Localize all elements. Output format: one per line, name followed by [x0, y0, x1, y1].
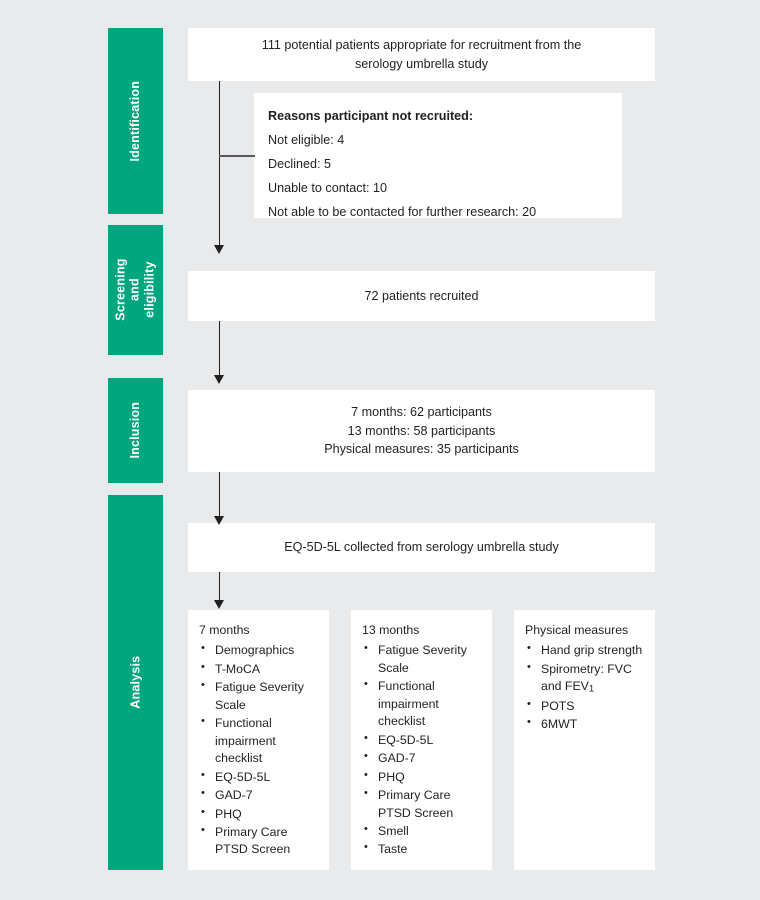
list-item: Spirometry: FVC and FEV1	[525, 660, 647, 697]
stage-bar-screening: Screening and eligibility	[108, 225, 163, 355]
box-inclusion-counts: 7 months: 62 participants 13 months: 58 …	[188, 390, 655, 472]
inclusion-line-1: 7 months: 62 participants	[351, 404, 492, 419]
list-item: Taste	[362, 840, 484, 858]
arrow-head-to-inclusion	[214, 375, 224, 384]
list-item: 6MWT	[525, 715, 647, 733]
stage-bar-analysis: Analysis	[108, 495, 163, 870]
box-eq5d-collected: EQ-5D-5L collected from serology umbrell…	[188, 523, 655, 572]
list-item: Primary Care PTSD Screen	[199, 823, 321, 859]
list-item: EQ-5D-5L	[362, 731, 484, 749]
potential-patients-line-1: 111 potential patients appropriate for r…	[261, 37, 582, 52]
inclusion-line-2: 13 months: 58 participants	[347, 423, 496, 438]
spirometry-label: Spirometry: FVC and FEV1	[541, 661, 632, 696]
list-item: Fatigue Severity Scale	[199, 678, 321, 714]
stage-label-identification: Identification	[128, 80, 143, 162]
arrow-head-to-recruited	[214, 245, 224, 254]
connector-line-eq5d-to-analysis	[219, 572, 221, 602]
list-item: POTS	[525, 697, 647, 715]
column-title: 7 months	[199, 623, 250, 637]
box-patients-recruited: 72 patients recruited	[188, 271, 655, 321]
list-item: Hand grip strength	[525, 641, 647, 659]
stage-label-screening: Screening and eligibility	[113, 258, 157, 322]
list-item: GAD-7	[199, 786, 321, 804]
list-item: Fatigue Severity Scale	[362, 641, 484, 677]
analysis-column-7-months: 7 months Demographics T-MoCA Fatigue Sev…	[188, 610, 329, 870]
box-reasons-not-recruited: Reasons participant not recruited: Not e…	[254, 93, 622, 219]
eq5d-line-1: EQ-5D-5L collected from serology umbrell…	[284, 540, 559, 555]
connector-line-recruited-to-inclusion	[219, 321, 221, 377]
potential-patients-line-2: serology umbrella study	[355, 56, 488, 71]
stage-label-inclusion: Inclusion	[128, 402, 143, 459]
analysis-column-physical-measures: Physical measures Hand grip strength Spi…	[514, 610, 655, 870]
list-item: EQ-5D-5L	[199, 768, 321, 786]
list-item: T-MoCA	[199, 660, 321, 678]
reason-item: Not able to be contacted for further res…	[268, 204, 537, 219]
column-title: 13 months	[362, 623, 420, 637]
list-item: Demographics	[199, 641, 321, 659]
list-item: Smell	[362, 822, 484, 840]
inclusion-line-3: Physical measures: 35 participants	[324, 442, 519, 457]
column-list: Hand grip strength Spirometry: FVC and F…	[525, 641, 647, 733]
stage-bar-identification: Identification	[108, 28, 163, 214]
reason-item: Declined: 5	[268, 156, 332, 171]
connector-line-potential-to-recruited	[219, 81, 221, 247]
list-item: PHQ	[362, 768, 484, 786]
stage-label-analysis: Analysis	[128, 655, 143, 710]
analysis-column-13-months: 13 months Fatigue Severity Scale Functio…	[351, 610, 492, 870]
connector-line-inclusion-to-eq5d	[219, 472, 221, 518]
reason-item: Not eligible: 4	[268, 132, 345, 147]
list-item: Primary Care PTSD Screen	[362, 786, 484, 822]
reasons-title: Reasons participant not recruited:	[268, 109, 474, 123]
patients-recruited-line-1: 72 patients recruited	[364, 288, 479, 303]
arrow-head-to-analysis	[214, 600, 224, 609]
list-item: Functional impairment checklist	[199, 714, 321, 767]
list-item: Functional impairment checklist	[362, 677, 484, 730]
arrow-head-to-eq5d	[214, 516, 224, 525]
reason-item: Unable to contact: 10	[268, 180, 388, 195]
column-list: Demographics T-MoCA Fatigue Severity Sca…	[199, 641, 321, 859]
connector-line-to-reasons	[219, 155, 255, 157]
box-potential-patients: 111 potential patients appropriate for r…	[188, 28, 655, 81]
column-list: Fatigue Severity Scale Functional impair…	[362, 641, 484, 858]
list-item: PHQ	[199, 805, 321, 823]
stage-bar-inclusion: Inclusion	[108, 378, 163, 483]
column-title: Physical measures	[525, 623, 629, 637]
list-item: GAD-7	[362, 749, 484, 767]
